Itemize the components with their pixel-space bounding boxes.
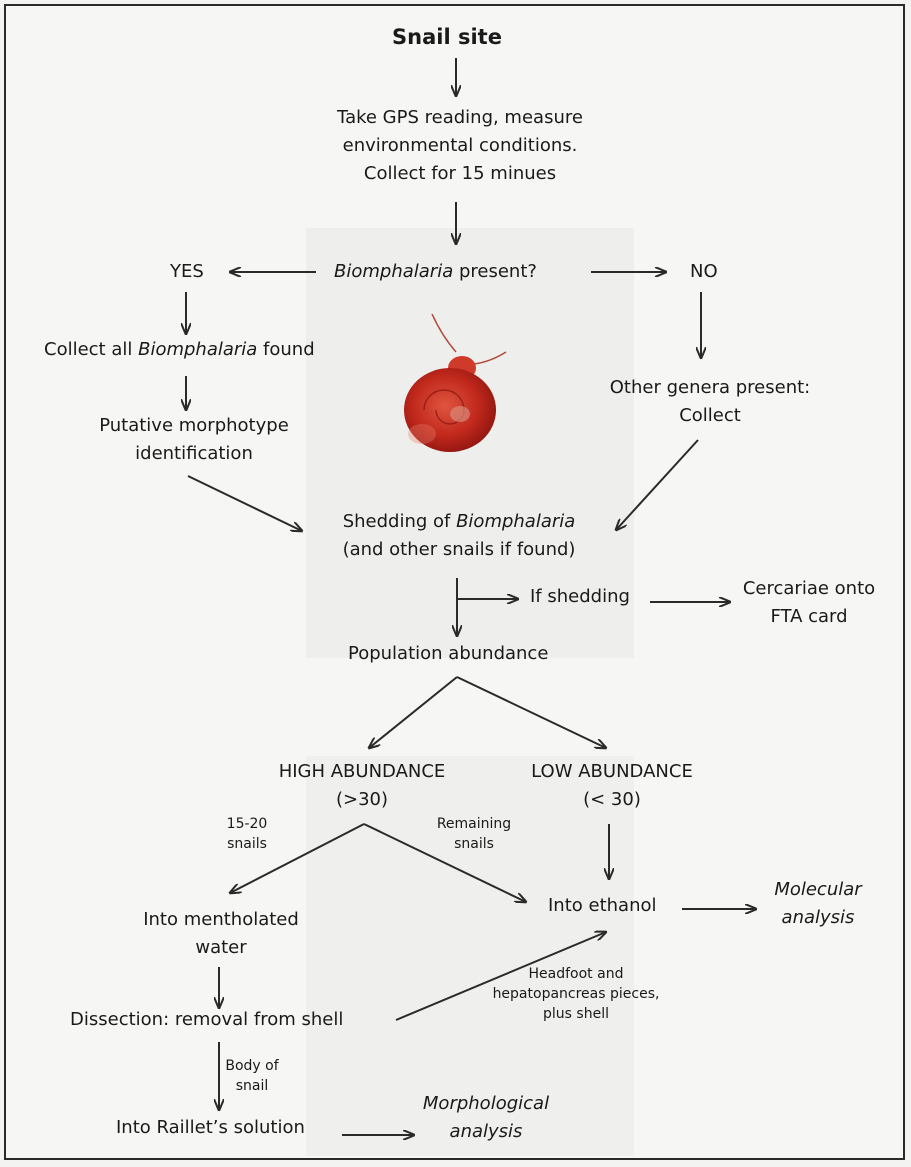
arrow-dissection-to-ethanol xyxy=(395,932,606,1021)
low-abundance-step: LOW ABUNDANCE (< 30) xyxy=(514,758,710,814)
other-genera-line: Other genera present: xyxy=(609,377,811,398)
high-line: HIGH ABUNDANCE xyxy=(278,761,446,782)
no-label: NO xyxy=(690,261,718,282)
collect-pre: Collect all xyxy=(44,339,139,360)
population-abundance-step: Population abundance xyxy=(348,643,549,664)
remaining-line: Remaining xyxy=(436,816,512,832)
dissection-step: Dissection: removal from shell xyxy=(70,1009,344,1030)
shedding-pre: Shedding of xyxy=(342,511,457,532)
cercariae-line: FTA card xyxy=(770,606,848,627)
morphological-analysis-step: Morphological analysis xyxy=(408,1090,564,1146)
snails-15-20-line: 15-20 xyxy=(226,816,268,832)
body-line: snail xyxy=(235,1078,269,1094)
low-line: (< 30) xyxy=(583,789,641,810)
shedding-step: Shedding of Biomphalaria (and other snai… xyxy=(314,508,604,564)
cercariae-step: Cercariae onto FTA card xyxy=(734,575,884,631)
if-shedding-label: If shedding xyxy=(530,586,630,607)
arrow-to-low xyxy=(456,676,606,748)
low-line: LOW ABUNDANCE xyxy=(531,761,693,782)
headfoot-label: Headfoot and hepatopancreas pieces, plus… xyxy=(476,964,676,1024)
faint-background-panel xyxy=(306,756,634,1156)
gps-step-line: environmental conditions. xyxy=(342,135,578,156)
arrow-putative-to-shedding xyxy=(187,475,302,531)
arrow-to-mentholated xyxy=(230,823,365,893)
molecular-analysis-step: Molecular analysis xyxy=(758,876,878,932)
headfoot-line: plus shell xyxy=(543,1006,609,1022)
raillet-solution-step: Into Raillet’s solution xyxy=(116,1117,305,1138)
mentholated-line: Into mentholated xyxy=(143,909,299,930)
morphological-line: Morphological xyxy=(422,1093,550,1114)
headfoot-line: hepatopancreas pieces, xyxy=(492,986,660,1002)
shedding-line2: (and other snails if found) xyxy=(342,539,576,560)
gps-step-line: Collect for 15 minues xyxy=(363,163,557,184)
remaining-snails-label: Remaining snails xyxy=(424,814,524,854)
mentholated-water-step: Into mentholated water xyxy=(128,906,314,962)
snail-image xyxy=(404,314,507,452)
snail-site-title: Snail site xyxy=(392,25,502,49)
high-line: (>30) xyxy=(335,789,389,810)
arrow-remaining-to-ethanol xyxy=(363,823,526,902)
mentholated-line: water xyxy=(195,937,247,958)
high-abundance-step: HIGH ABUNDANCE (>30) xyxy=(262,758,462,814)
morphological-line: analysis xyxy=(449,1121,523,1142)
genus-name: Biomphalaria xyxy=(138,339,258,360)
snails-15-20-label: 15-20 snails xyxy=(212,814,282,854)
body-line: Body of xyxy=(225,1058,279,1074)
into-ethanol-step: Into ethanol xyxy=(548,895,657,916)
headfoot-line: Headfoot and xyxy=(528,966,624,982)
molecular-line: Molecular xyxy=(774,879,862,900)
putative-identification-step: Putative morphotype identification xyxy=(84,412,304,468)
arrows-layer xyxy=(6,58,905,1160)
molecular-line: analysis xyxy=(781,907,855,928)
biomphalaria-present-question: Biomphalaria present? xyxy=(334,258,537,286)
arrow-other-to-shedding xyxy=(616,439,699,530)
gps-step-line: Take GPS reading, measure xyxy=(337,107,583,128)
cercariae-line: Cercariae onto xyxy=(742,578,876,599)
collect-post: found xyxy=(257,339,315,360)
genus-name: Biomphalaria xyxy=(334,261,454,282)
remaining-line: snails xyxy=(454,836,494,852)
question-rest: present? xyxy=(453,261,537,282)
other-genera-step: Other genera present: Collect xyxy=(590,374,830,430)
yes-label: YES xyxy=(170,261,204,282)
gps-step: Take GPS reading, measure environmental … xyxy=(310,104,610,188)
putative-line: identification xyxy=(135,443,253,464)
arrow-to-high xyxy=(369,676,458,748)
body-of-snail-label: Body of snail xyxy=(224,1056,280,1096)
putative-line: Putative morphotype xyxy=(99,415,289,436)
collect-all-step: Collect all Biomphalaria found xyxy=(44,336,315,364)
other-genera-line: Collect xyxy=(679,405,741,426)
flowchart-frame: Snail site Take GPS reading, measure env… xyxy=(4,4,905,1160)
snails-15-20-line: snails xyxy=(227,836,267,852)
genus-name: Biomphalaria xyxy=(456,511,576,532)
